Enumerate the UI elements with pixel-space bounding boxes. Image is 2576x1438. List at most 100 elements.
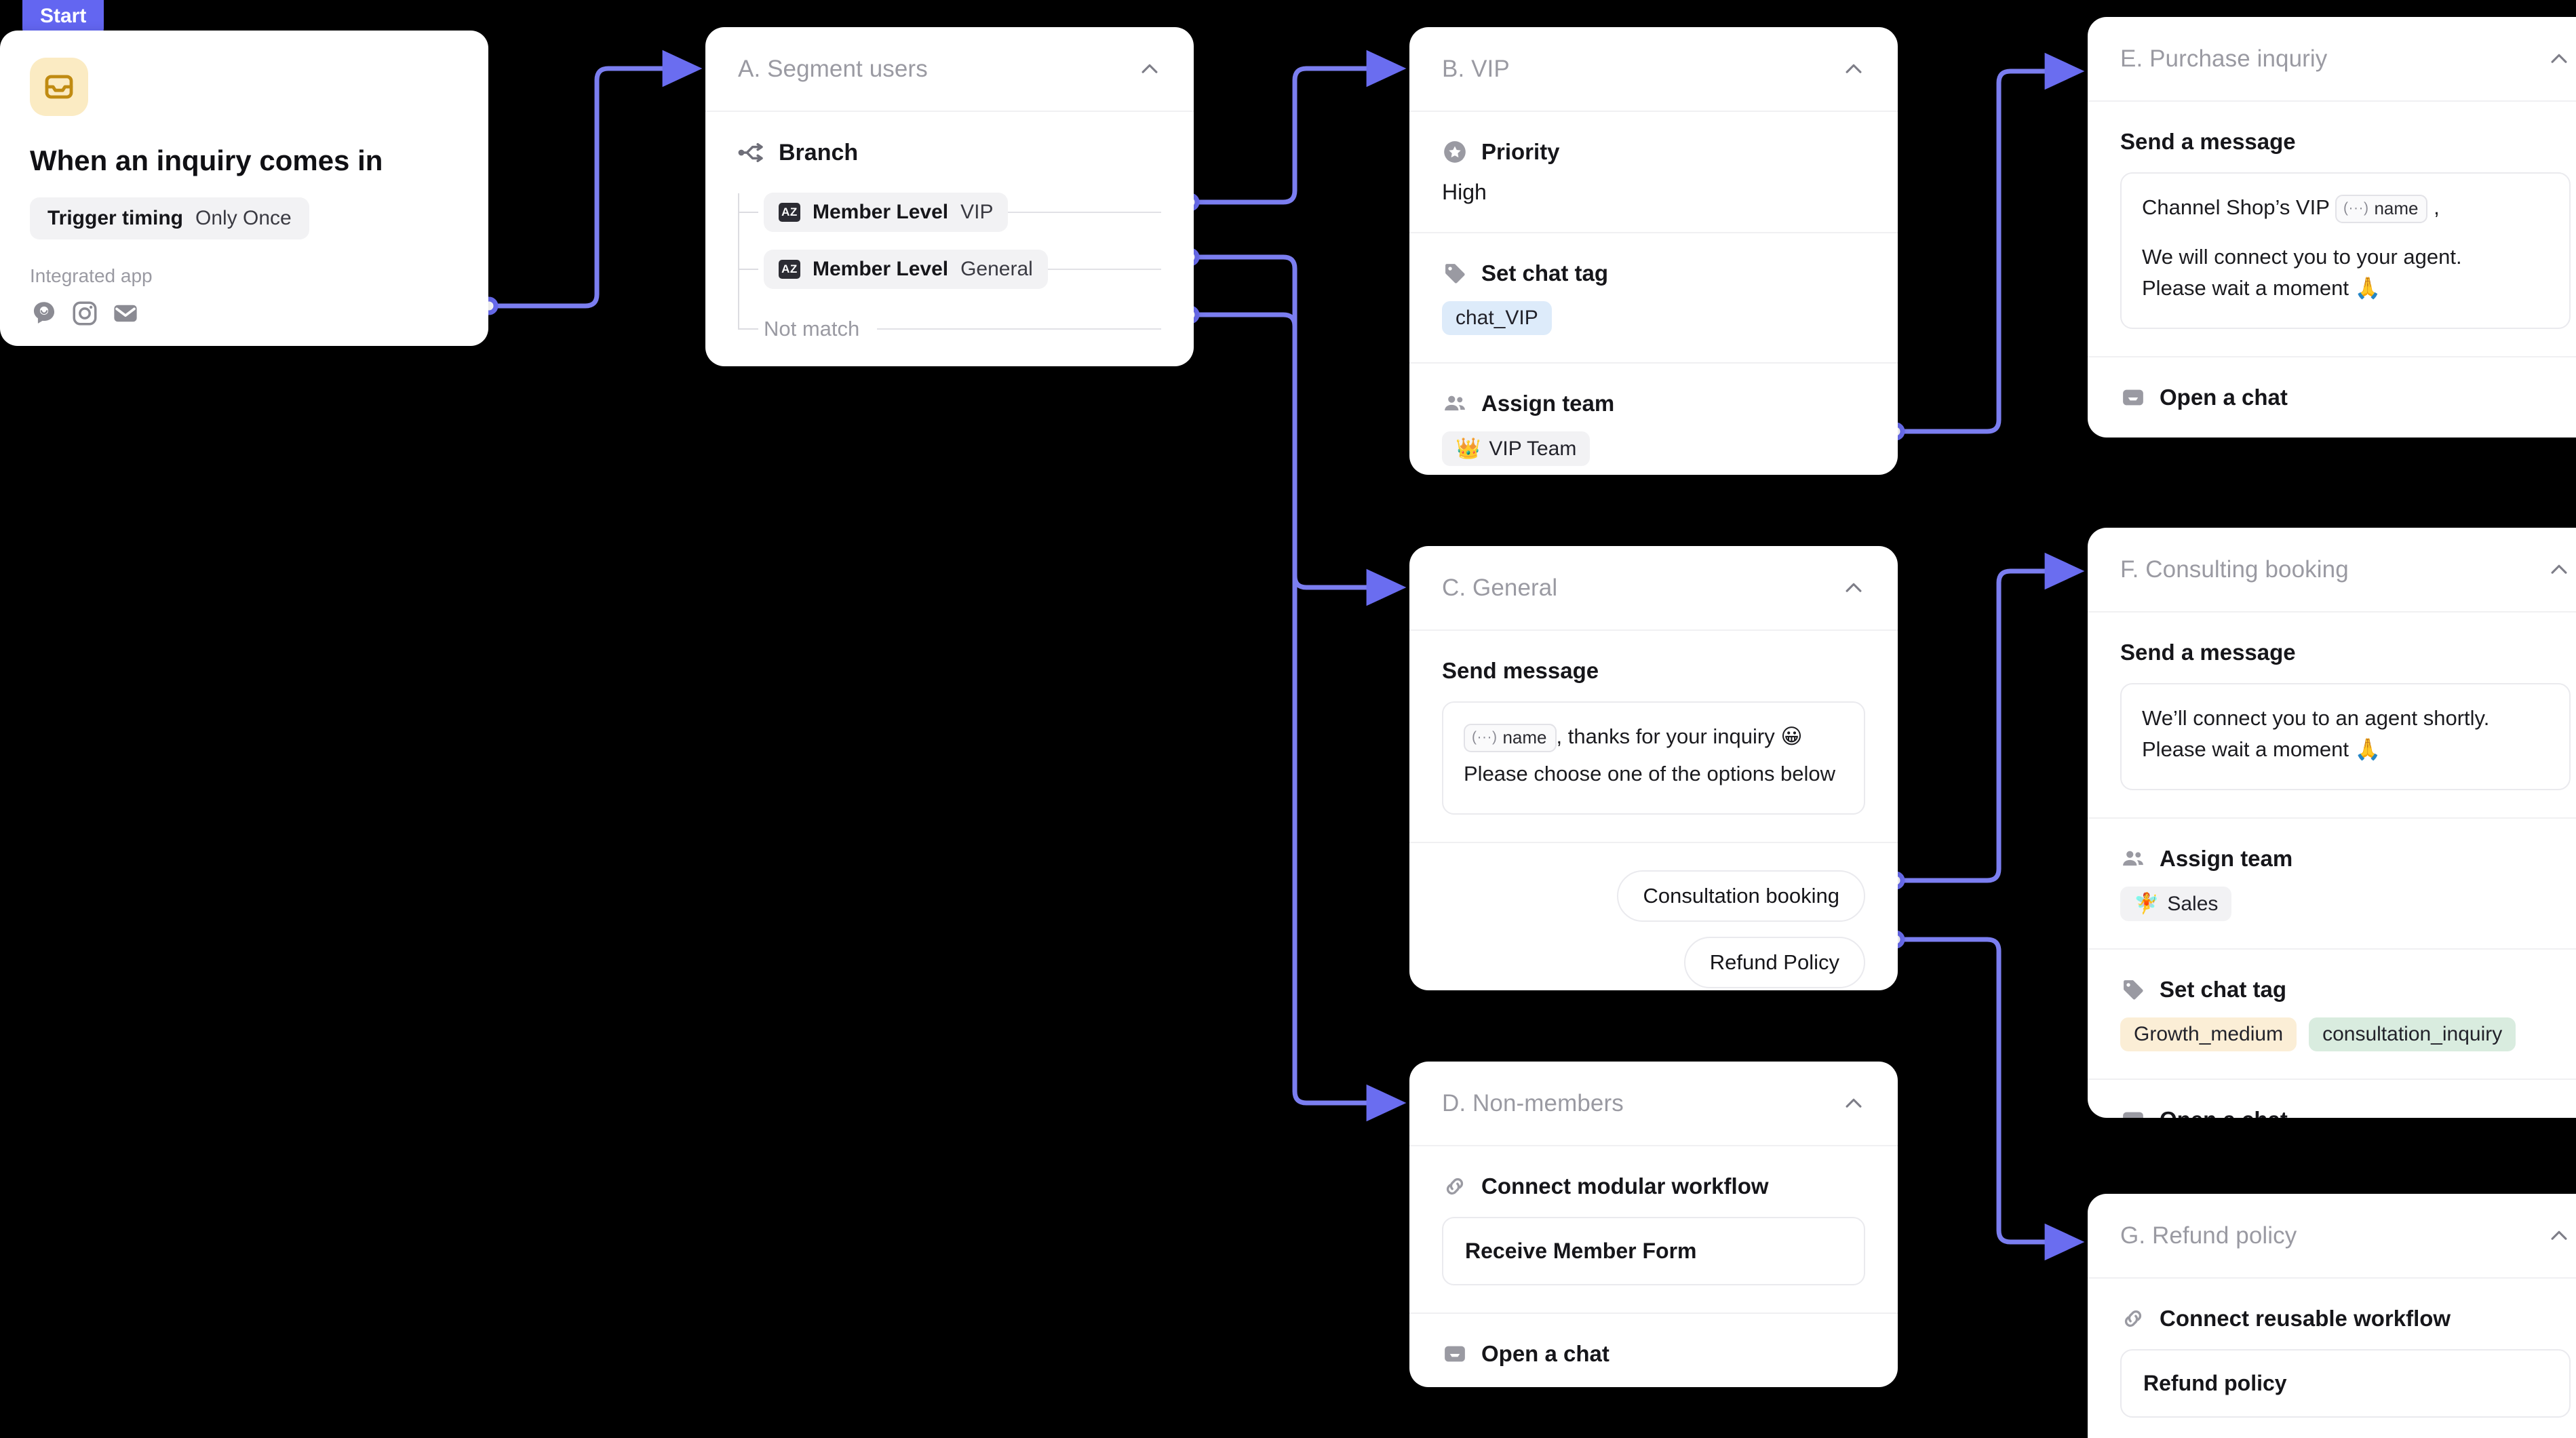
section-set-chat-tag[interactable]: Set chat tag chat_VIP (1409, 233, 1898, 364)
variable-chip-name[interactable]: (···) name (1464, 723, 1557, 753)
edge-c-refund-to-g (1895, 937, 2085, 1261)
edge-a-general-to-c (1190, 254, 1407, 606)
section-set-chat-tag[interactable]: Set chat tag Growth_medium consultation_… (2088, 950, 2576, 1081)
branch-rail (738, 193, 739, 329)
message-line3-text: Please wait a moment 🙏 (2142, 276, 2381, 300)
node-e-purchase-inquiry[interactable]: E. Purchase inquriy Send a message Chann… (2088, 17, 2576, 438)
open-chat-label: Open a chat (2160, 1107, 2288, 1118)
section-priority[interactable]: Priority High (1409, 112, 1898, 233)
chevron-up-icon[interactable] (1138, 58, 1161, 81)
node-g-title: G. Refund policy (2120, 1222, 2297, 1249)
edge-b-to-e (1895, 52, 2085, 434)
edge-a-vip-to-b (1190, 50, 1407, 205)
section-connect-reusable-workflow[interactable]: Connect reusable workflow Refund policy (2088, 1279, 2576, 1438)
node-c-title: C. General (1442, 574, 1558, 601)
branch-row-not-match[interactable]: Not match (738, 300, 1161, 357)
section-quick-replies[interactable]: Consultation booking Refund Policy (1409, 843, 1898, 990)
section-send-a-message[interactable]: Send a message Channel Shop’s VIP (···) … (2088, 102, 2576, 358)
chevron-up-icon[interactable] (1842, 1092, 1865, 1115)
open-chat-label: Open a chat (1481, 1341, 1609, 1366)
node-c-header[interactable]: C. General (1409, 546, 1898, 631)
branch-stub (738, 328, 758, 330)
node-d-header[interactable]: D. Non-members (1409, 1062, 1898, 1146)
inbox-icon (2120, 385, 2146, 410)
chevron-up-icon[interactable] (2548, 1224, 2571, 1247)
priority-label: Priority (1481, 139, 1560, 164)
section-send-message[interactable]: Send message (···) name , thanks for you… (1409, 631, 1898, 844)
condition-value: General (960, 258, 1033, 280)
workflow-reference[interactable]: Refund policy (2120, 1349, 2571, 1418)
az-badge-icon: AZ (779, 260, 800, 279)
chevron-up-icon[interactable] (2548, 558, 2571, 581)
node-a-segment-users[interactable]: A. Segment users Branch (705, 27, 1194, 366)
branch-row-vip[interactable]: AZ Member Level VIP (738, 184, 1161, 241)
az-badge-icon: AZ (779, 203, 800, 222)
team-chip[interactable]: 🧚 Sales (2120, 887, 2232, 922)
team-chip[interactable]: 👑 VIP Team (1442, 431, 1591, 466)
instagram-icon[interactable] (71, 299, 99, 328)
page-title: When an inquiry comes in (30, 144, 383, 176)
node-a-header[interactable]: A. Segment users (705, 27, 1194, 112)
node-e-header[interactable]: E. Purchase inquriy (2088, 17, 2576, 102)
tag-icon (2120, 977, 2146, 1003)
chat-tag-chip-growth-medium[interactable]: Growth_medium (2120, 1017, 2297, 1052)
chat-tag-chip-consultation-inquiry[interactable]: consultation_inquiry (2309, 1017, 2516, 1052)
trigger-timing-value: Only Once (195, 207, 292, 229)
node-start[interactable]: When an inquiry comes in Trigger timing … (0, 31, 488, 346)
branch-section-header: Branch (738, 139, 1161, 166)
branch-row-general[interactable]: AZ Member Level General (738, 241, 1161, 298)
node-g-refund-policy[interactable]: G. Refund policy Connect reusable workfl… (2088, 1194, 2576, 1438)
link-icon (1442, 1173, 1468, 1199)
workflow-reference[interactable]: Receive Member Form (1442, 1217, 1865, 1285)
node-d-non-members[interactable]: D. Non-members Connect modular workflow … (1409, 1062, 1898, 1387)
chat-app-icon[interactable] (30, 299, 58, 328)
edge-c-consultation-to-f (1895, 552, 2085, 883)
condition-chip-vip[interactable]: AZ Member Level VIP (764, 193, 1009, 232)
message-line1-text: We’ll connect you to an agent shortly. (2142, 706, 2490, 730)
send-message-label: Send a message (2120, 129, 2296, 154)
team-emoji: 👑 (1456, 438, 1481, 460)
variable-chip-name[interactable]: (···) name (2335, 194, 2428, 224)
trigger-timing-pill[interactable]: Trigger timing Only Once (30, 197, 309, 239)
integrated-app-label: Integrated app (30, 265, 153, 286)
priority-value: High (1442, 180, 1487, 204)
edge-start-to-a (489, 50, 703, 309)
section-connect-modular-workflow[interactable]: Connect modular workflow Receive Member … (1409, 1146, 1898, 1314)
node-e-title: E. Purchase inquriy (2120, 45, 2328, 72)
condition-chip-general[interactable]: AZ Member Level General (764, 250, 1048, 289)
section-open-a-chat[interactable]: Open a chat (2088, 357, 2576, 438)
node-b-vip[interactable]: B. VIP Priority High Set chat tag (1409, 27, 1898, 475)
variable-dots-icon: (···) (2343, 199, 2369, 216)
section-open-a-chat[interactable]: Open a chat (2088, 1080, 2576, 1118)
variable-name: name (2374, 197, 2419, 218)
message-preview[interactable]: Channel Shop’s VIP (···) name , We will … (2120, 172, 2571, 330)
node-c-general[interactable]: C. General Send message (···) name , tha… (1409, 546, 1898, 990)
section-send-a-message[interactable]: Send a message We’ll connect you to an a… (2088, 613, 2576, 819)
chat-tag-label: Set chat tag (1481, 260, 1609, 286)
node-g-header[interactable]: G. Refund policy (2088, 1194, 2576, 1279)
chevron-up-icon[interactable] (1842, 58, 1865, 81)
assign-team-label: Assign team (2160, 846, 2293, 872)
message-prefix-text: Channel Shop’s VIP (2142, 195, 2330, 219)
message-line2-text: Please wait a moment 🙏 (2142, 737, 2381, 762)
node-f-header[interactable]: F. Consulting booking (2088, 528, 2576, 613)
email-icon[interactable] (111, 299, 140, 328)
section-open-a-chat[interactable]: Open a chat (1409, 1314, 1898, 1387)
node-f-title: F. Consulting booking (2120, 556, 2349, 583)
node-b-header[interactable]: B. VIP (1409, 27, 1898, 112)
quick-reply-refund-policy[interactable]: Refund Policy (1683, 937, 1865, 989)
team-icon (2120, 846, 2146, 872)
chevron-up-icon[interactable] (1842, 577, 1865, 600)
message-preview[interactable]: (···) name , thanks for your inquiry 😀 P… (1442, 701, 1865, 815)
chevron-up-icon[interactable] (2548, 47, 2571, 71)
link-icon (2120, 1306, 2146, 1332)
section-assign-team[interactable]: Assign team 👑 VIP Team (1409, 364, 1898, 475)
chat-tag-chip[interactable]: chat_VIP (1442, 301, 1552, 335)
message-line1-text: , thanks for your inquiry 😀 (1556, 724, 1803, 748)
message-preview[interactable]: We’ll connect you to an agent shortly. P… (2120, 683, 2571, 791)
node-f-consulting-booking[interactable]: F. Consulting booking Send a message We’… (2088, 528, 2576, 1118)
section-assign-team[interactable]: Assign team 🧚 Sales (2088, 819, 2576, 950)
quick-reply-consultation-booking[interactable]: Consultation booking (1617, 870, 1865, 922)
node-b-title: B. VIP (1442, 55, 1510, 82)
